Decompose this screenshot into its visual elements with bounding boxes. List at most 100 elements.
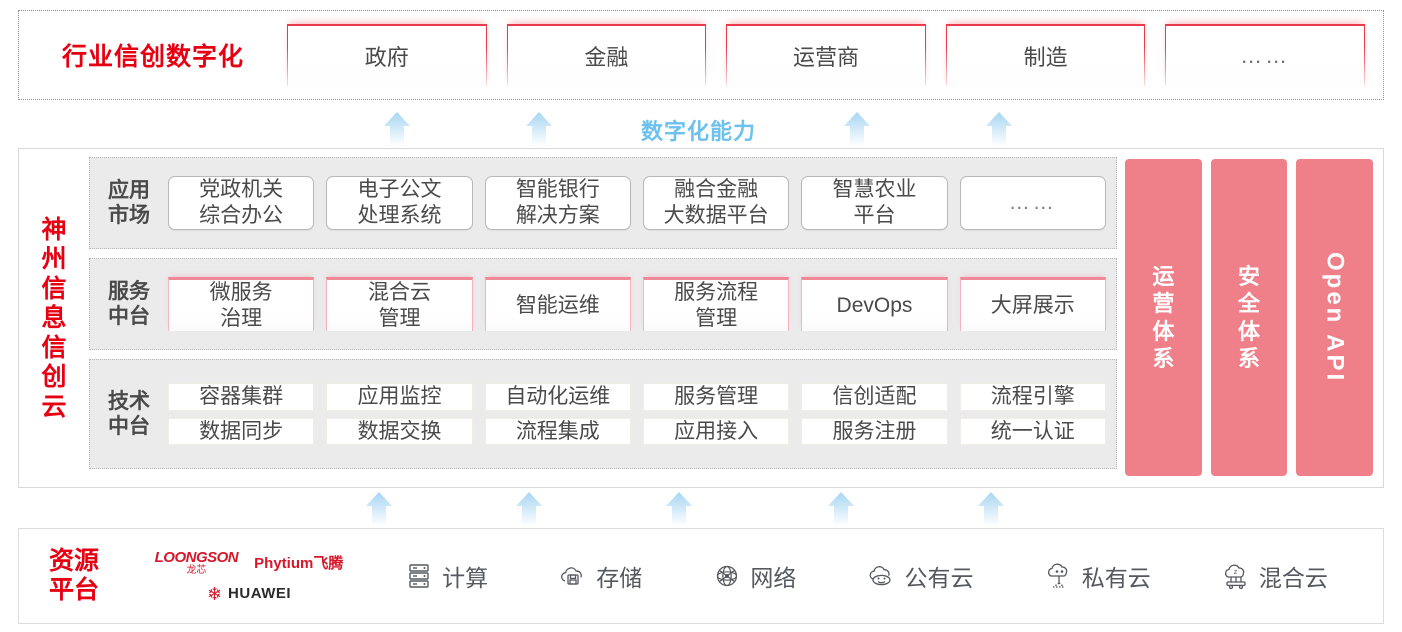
app-cell-finance-bigdata[interactable]: 融合金融大数据平台 [642,176,790,230]
cloud-storage-icon [558,561,588,591]
upward-arrow-icon [356,492,402,526]
industry-box-label: …… [1240,43,1291,68]
cloud-title-char: 息 [41,304,67,333]
resource-item-compute[interactable]: 计算 [404,559,488,593]
app-cell-edoc-system[interactable]: 电子公文处理系统 [326,176,473,230]
tech-cell-process-engine[interactable]: 流程引擎 [959,383,1106,411]
industry-box-finance[interactable]: 金融 [506,24,707,86]
pillar-operations-system[interactable]: 运营体系 [1125,159,1202,476]
cloud-title-char: 信 [41,333,67,362]
app-cell-government-office[interactable]: 党政机关综合办公 [168,176,315,230]
layer-label-line: 应用 [108,178,150,202]
industry-box-label: 运营商 [792,45,859,70]
tech-cell-process-integration[interactable]: 流程集成 [484,417,631,445]
layer-label-line: 服务 [108,279,150,303]
huawei-logo-text: HUAWEI [228,585,292,602]
upward-arrow-icon [818,492,864,526]
loongson-logo-text: LOONGSON [154,548,239,566]
svc-cell-hybrid-cloud-mgmt[interactable]: 混合云管理 [326,276,473,332]
service-platform-cells: 微服务治理 混合云管理 智能运维 服务流程管理 DevOps 大屏展示 [168,276,1106,332]
phytium-logo: Phytium飞腾 [254,555,344,572]
layer-label-line: 技术 [108,389,150,413]
layer-label-application-market: 应用 市场 [90,178,168,228]
upward-arrow-icon [516,112,562,146]
industry-box-list: 政府 金融 运营商 制造 …… [287,24,1383,86]
industry-band-title: 行业信创数字化 [61,43,244,71]
layer-application-market: 应用 市场 党政机关综合办公 电子公文处理系统 智能银行解决方案 融合金融大数据… [89,157,1117,249]
svc-cell-service-process-mgmt[interactable]: 服务流程管理 [642,276,790,332]
resource-item-hybrid-cloud[interactable]: z 混合云 [1221,559,1328,593]
server-rack-icon [404,561,434,591]
tech-cell-container-cluster[interactable]: 容器集群 [168,383,315,411]
layer-service-platform: 服务 中台 微服务治理 混合云管理 智能运维 服务流程管理 DevOps 大屏展… [89,258,1117,350]
industry-box-label: 制造 [1023,45,1068,70]
upward-arrow-icon [656,492,702,526]
svc-cell-intelligent-ops[interactable]: 智能运维 [484,276,631,332]
app-cell-smart-agriculture[interactable]: 智慧农业平台 [801,176,948,230]
tech-cell-xinchuang-adaptation[interactable]: 信创适配 [801,383,948,411]
cloud-title-char: 信 [41,274,67,303]
tech-cell-app-monitoring[interactable]: 应用监控 [326,383,473,411]
resource-title-line: 资源 [48,546,99,575]
app-cell-smart-bank[interactable]: 智能银行解决方案 [484,176,631,230]
pillar-open-api[interactable]: Open API [1296,159,1374,476]
cloud-platform-container: 神 州 信 息 信 创 云 应用 市场 党政机关综合办公 电子公文处理系统 [18,148,1384,488]
upward-arrow-icon [834,112,880,146]
cloud-title-char: 云 [41,392,67,421]
svc-cell-devops[interactable]: DevOps [801,276,948,332]
public-cloud-icon [867,561,897,591]
huawei-logo: ❄ HUAWEI [207,585,291,603]
resource-item-label: 混合云 [1258,565,1328,591]
resource-item-label: 网络 [750,565,797,591]
resource-item-network[interactable]: 网络 [712,559,796,593]
tech-cell-automated-ops[interactable]: 自动化运维 [484,383,631,411]
upward-arrow-icon [968,492,1014,526]
industry-box-manufacturing[interactable]: 制造 [945,24,1146,86]
svc-cell-large-screen-display[interactable]: 大屏展示 [959,276,1106,332]
application-market-cells: 党政机关综合办公 电子公文处理系统 智能银行解决方案 融合金融大数据平台 智慧农… [168,176,1106,230]
tech-cell-service-registry[interactable]: 服务注册 [801,417,948,445]
pillar-security-system[interactable]: 安全体系 [1210,159,1288,476]
layer-stack: 应用 市场 党政机关综合办公 电子公文处理系统 智能银行解决方案 融合金融大数据… [89,157,1117,479]
capability-label: 数字化能力 [641,119,757,144]
network-mesh-icon [712,561,742,591]
layer-label-technical-platform: 技术 中台 [90,389,168,439]
industry-box-government[interactable]: 政府 [287,24,487,86]
cloud-title-char: 创 [41,363,67,392]
tech-cell-data-sync[interactable]: 数据同步 [168,417,315,445]
resource-item-label: 公有云 [904,565,974,591]
vendor-logo-group: LOONGSON 龙芯 Phytium飞腾 ❄ HUAWEI [129,550,369,603]
tech-cell-row: 容器集群 应用监控 自动化运维 服务管理 信创适配 流程引擎 [168,383,1106,411]
resource-platform-band: 资源 平台 LOONGSON 龙芯 Phytium飞腾 ❄ HUAWEI [18,528,1384,624]
cloud-title-char: 神 [41,215,67,244]
resource-item-label: 计算 [442,565,489,591]
resource-item-public-cloud[interactable]: 公有云 [867,559,974,593]
svg-text:z: z [1234,569,1238,576]
vendor-logo-row: LOONGSON 龙芯 Phytium飞腾 [155,550,344,576]
resource-item-storage[interactable]: 存储 [558,559,642,593]
hybrid-cloud-icon: z [1221,561,1251,591]
pillar-operations-label: 运营体系 [1152,263,1175,372]
layer-label-line: 中台 [108,415,150,438]
resource-item-list: 计算 存储 [369,559,1383,593]
cloud-body: 应用 市场 党政机关综合办公 电子公文处理系统 智能银行解决方案 融合金融大数据… [89,149,1383,487]
resource-item-private-cloud[interactable]: 私有云 [1044,559,1151,593]
tech-cell-unified-auth[interactable]: 统一认证 [959,417,1106,445]
tech-cell-service-management[interactable]: 服务管理 [642,383,790,411]
resource-item-label: 存储 [596,565,643,591]
industry-box-more[interactable]: …… [1165,24,1365,86]
pillar-list: 运营体系 安全体系 Open API [1125,157,1374,479]
svc-cell-microservice-governance[interactable]: 微服务治理 [168,276,315,332]
app-cell-more[interactable]: …… [959,176,1106,230]
loongson-logo-subtext: 龙芯 [186,564,207,576]
industry-box-telecom[interactable]: 运营商 [726,24,926,86]
vendor-logo-row: ❄ HUAWEI [207,585,291,603]
cloud-platform-title: 神 州 信 息 信 创 云 [19,149,89,487]
tech-cell-data-exchange[interactable]: 数据交换 [326,417,473,445]
tech-cell-app-access[interactable]: 应用接入 [642,417,790,445]
layer-label-line: 中台 [108,305,150,328]
technical-platform-cells: 容器集群 应用监控 自动化运维 服务管理 信创适配 流程引擎 数据同步 数据交换… [168,383,1106,445]
resource-item-label: 私有云 [1081,565,1151,591]
pillar-open-api-label: Open API [1321,251,1349,384]
pillar-security-label: 安全体系 [1238,263,1261,372]
